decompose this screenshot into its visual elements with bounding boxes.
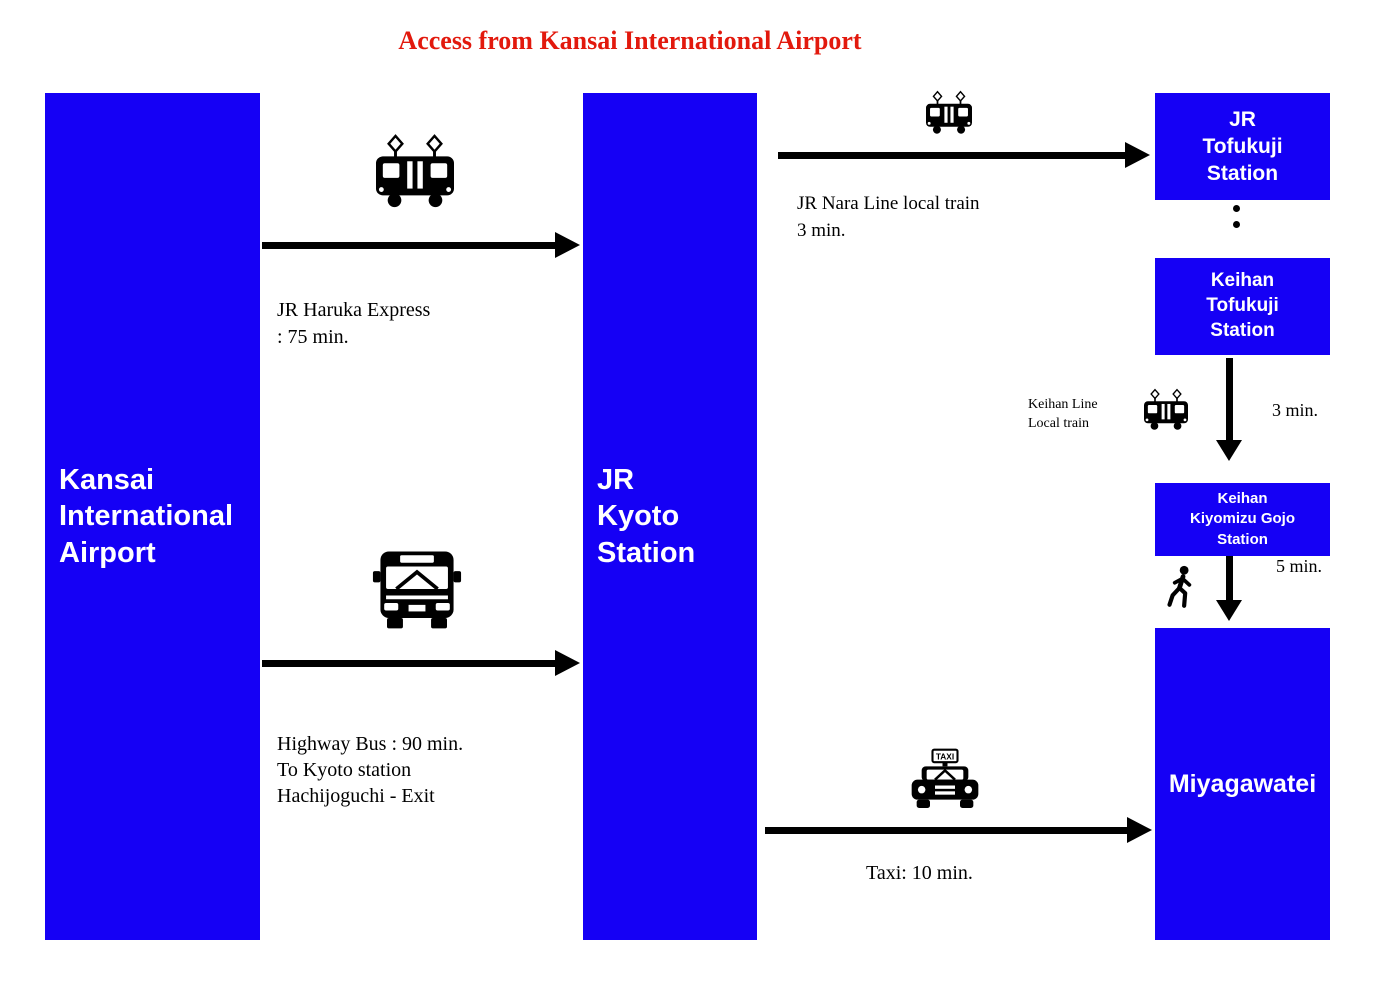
arrow-head — [555, 650, 580, 676]
node-keihan-kiyomizu-gojo-station: Keihan Kiyomizu Gojo Station — [1155, 483, 1330, 556]
arrow-shaft — [778, 151, 1125, 159]
node-label-line: Keihan — [1217, 490, 1268, 508]
arrow-jr-nara-line — [778, 142, 1150, 168]
node-label: JR Kyoto Station — [583, 462, 757, 571]
route-label-line: Local train — [1028, 416, 1090, 431]
train-icon — [920, 90, 978, 136]
node-label: Keihan Kiyomizu Gojo Station — [1155, 489, 1330, 550]
node-label-line: Miyagawatei — [1168, 769, 1317, 798]
arrow-highway-bus — [262, 650, 580, 676]
arrow-keihan-line — [1216, 358, 1242, 461]
node-label: Miyagawatei — [1155, 768, 1330, 801]
arrow-head — [1216, 440, 1242, 461]
node-keihan-tofukuji-station: Keihan Tofukuji Station — [1155, 258, 1330, 355]
arrow-shaft — [1225, 556, 1233, 600]
node-label-line: Kiyomizu Gojo — [1190, 510, 1295, 528]
arrow-head — [1216, 600, 1242, 621]
node-label-line: JR — [597, 464, 635, 497]
bus-icon — [372, 542, 462, 634]
route-label-keihan-line: Keihan Line Local train — [1028, 395, 1098, 433]
node-jr-tofukuji-station: JR Tofukuji Station — [1155, 93, 1330, 200]
route-label-line: JR Nara Line local train — [797, 193, 980, 214]
route-label-line: Keihan Line — [1028, 397, 1098, 412]
node-kansai-international-airport: Kansai International Airport — [45, 93, 260, 940]
arrow-head — [555, 232, 580, 258]
walk-icon — [1164, 565, 1198, 611]
arrow-walk — [1216, 556, 1242, 621]
dot — [1233, 205, 1240, 212]
dot — [1233, 221, 1240, 228]
route-label-line: To Kyoto station — [277, 759, 412, 781]
node-label-line: International — [59, 500, 234, 533]
node-label-line: Keihan — [1210, 270, 1275, 292]
arrow-shaft — [1225, 358, 1233, 440]
route-label-taxi: Taxi: 10 min. — [866, 862, 973, 884]
node-label-line: Station — [1206, 162, 1279, 186]
node-label: Kansai International Airport — [45, 462, 260, 571]
connection-dots — [1233, 205, 1240, 228]
node-label-line: Kansai — [59, 464, 155, 497]
route-label-jr-nara-line: JR Nara Line local train 3 min. — [797, 190, 980, 244]
node-label: Keihan Tofukuji Station — [1155, 269, 1330, 343]
route-label-line: Highway Bus : 90 min. — [277, 733, 464, 755]
route-label-line: 3 min. — [797, 220, 846, 241]
node-label-line: Kyoto — [597, 500, 680, 533]
arrow-taxi — [765, 817, 1152, 843]
route-duration-walk: 5 min. — [1276, 556, 1323, 576]
route-label-haruka-express: JR Haruka Express : 75 min. — [277, 297, 430, 351]
route-label-line: : 75 min. — [277, 326, 349, 348]
node-label-line: Station — [1210, 319, 1275, 341]
node-label: JR Tofukuji Station — [1155, 106, 1330, 188]
train-icon — [1138, 388, 1194, 432]
diagram-title: Access from Kansai International Airport — [398, 26, 862, 55]
train-icon — [365, 133, 465, 211]
route-duration-keihan-line: 3 min. — [1272, 400, 1319, 420]
route-label-line: Hachijoguchi - Exit — [277, 785, 435, 807]
arrow-head — [1127, 817, 1152, 843]
route-label-highway-bus: Highway Bus : 90 min. To Kyoto station H… — [277, 731, 463, 809]
arrow-shaft — [262, 659, 555, 667]
node-label-line: Tofukuji — [1202, 134, 1283, 158]
node-jr-kyoto-station: JR Kyoto Station — [583, 93, 757, 940]
route-label-line: JR Haruka Express — [277, 299, 431, 321]
node-label-line: Station — [597, 536, 696, 569]
node-label-line: Tofukuji — [1206, 295, 1279, 317]
node-label-line: Station — [1217, 530, 1268, 548]
node-miyagawatei: Miyagawatei — [1155, 628, 1330, 940]
node-label-line: JR — [1229, 107, 1256, 131]
taxi-icon — [905, 748, 985, 818]
arrow-shaft — [765, 826, 1127, 834]
arrow-haruka-express — [262, 232, 580, 258]
node-label-line: Airport — [59, 536, 156, 569]
arrow-head — [1125, 142, 1150, 168]
arrow-shaft — [262, 241, 555, 249]
